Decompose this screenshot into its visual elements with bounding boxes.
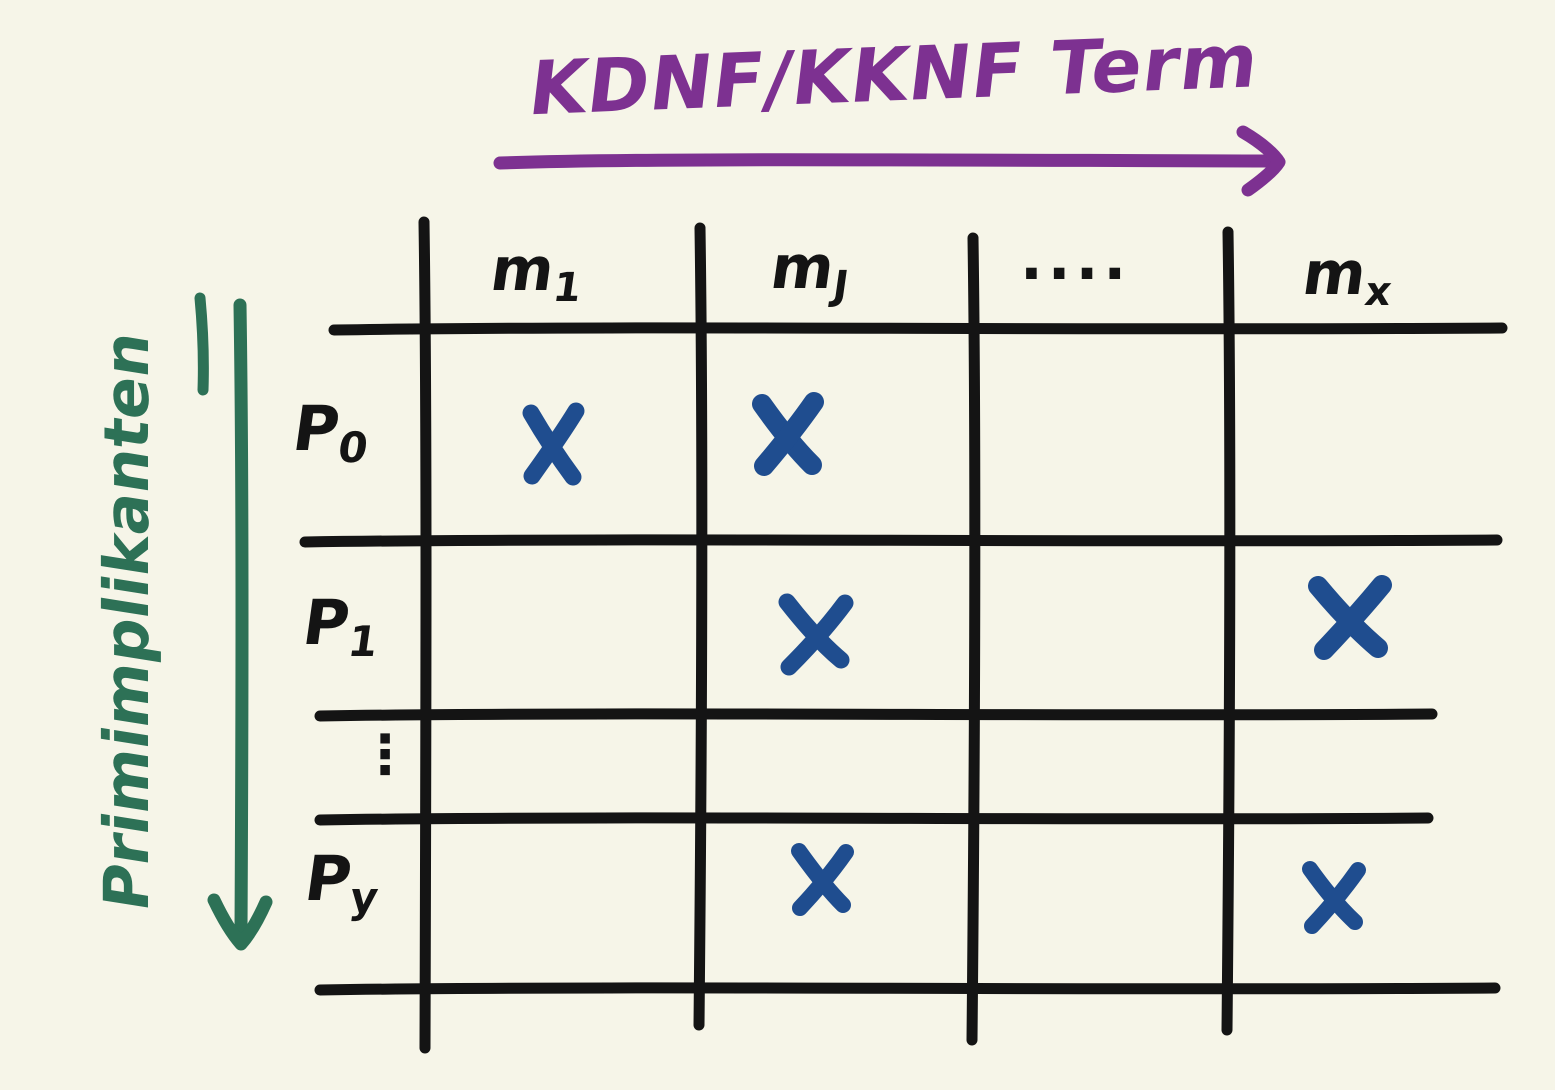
grid-hline-r2 xyxy=(314,812,1434,826)
row-label-p0: P0 xyxy=(288,392,375,472)
grid-hline-header xyxy=(328,322,1508,336)
grid-vline-1 xyxy=(418,216,432,1054)
grid-vline-4 xyxy=(1221,226,1236,1036)
grid-vline-2 xyxy=(693,222,708,1031)
vertical-axis-label: Primimplikanten xyxy=(90,326,163,916)
column-header-mx: mx xyxy=(1298,239,1398,315)
column-header-m1-base: m xyxy=(486,235,559,305)
cell-mark-p1-mJ xyxy=(778,593,854,676)
column-header-m1: m1 xyxy=(486,235,588,311)
row-label-p1: P1 xyxy=(298,586,385,666)
vertical-label-underline xyxy=(194,292,209,396)
grid-vline-3 xyxy=(966,232,981,1046)
column-header-mJ-base: m xyxy=(766,233,839,303)
column-header-ellipsis: ···· xyxy=(1020,239,1132,309)
cell-mark-py-mx xyxy=(1302,861,1366,934)
table-grid xyxy=(299,216,1508,1054)
vertical-arrow-down xyxy=(207,298,273,951)
horizontal-arrow-right xyxy=(493,125,1286,197)
row-label-py: Py xyxy=(300,842,385,922)
mark-layer xyxy=(522,392,1392,934)
column-header-mx-base: m xyxy=(1298,239,1371,309)
row-label-ellipsis: ⋮ xyxy=(358,723,412,786)
grid-hline-r1 xyxy=(314,708,1438,722)
grid-hline-r0 xyxy=(299,534,1503,548)
cell-mark-p0-mJ xyxy=(752,392,824,476)
grid-hline-bottom xyxy=(314,982,1501,996)
cell-mark-py-mJ xyxy=(791,843,854,916)
cell-mark-p1-mx xyxy=(1308,575,1392,660)
column-header-mJ: mJ xyxy=(766,233,855,309)
cell-mark-p0-m1 xyxy=(522,402,585,486)
